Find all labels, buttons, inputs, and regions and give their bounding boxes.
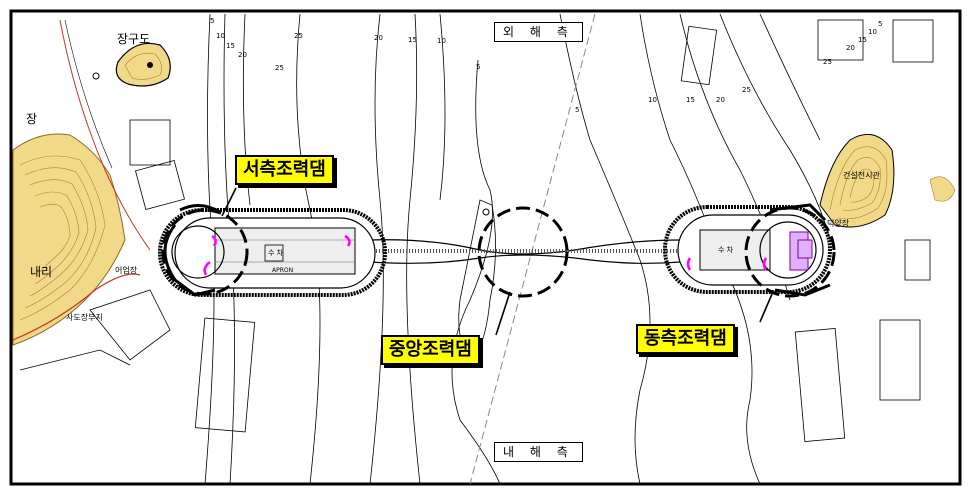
contour-label: 15 [686,96,695,104]
contour-label: 25 [275,64,284,72]
west-apron-label: APRON [272,267,294,274]
contour-label: 10 [437,37,446,45]
contour-label: 10 [648,96,657,104]
contour-label: 25 [823,58,832,66]
contour-label: 10 [216,32,225,40]
highlight-circles [161,206,836,298]
east-landmass [819,133,895,228]
contour-label: 5 [878,20,883,28]
place-jang: 장 [26,112,38,126]
east-dam-callout: 동측조력댐 [636,324,735,354]
janggudo-island [115,42,171,87]
east-dam-structure [663,203,832,297]
inner-sea-label: 내 해 측 [494,442,583,462]
contour-label: 15 [408,36,417,44]
west-dam-callout: 서측조력댐 [235,155,334,185]
center-dam-callout: 중앙조력댐 [381,335,480,365]
west-landmass [12,133,126,346]
contour-label: 20 [374,34,383,42]
contour-label: 15 [858,36,867,44]
place-janggudo: 장구도 [117,32,151,46]
west-dam-structure [158,204,387,297]
place-nae-ri: 내리 [30,265,53,279]
contour-label: 5 [575,106,580,114]
west-sluice-label: 수 차 [268,249,284,257]
contour-label: 20 [238,51,247,59]
contour-label: 25 [294,32,303,40]
contour-label: 20 [716,96,725,104]
contour-label: 20 [846,44,855,52]
place-east-island: 건설전시관 [843,171,880,180]
contour-label: 25 [742,86,751,94]
place-east-area: 덕양장 [827,219,850,228]
contour-label: 15 [226,42,235,50]
outer-sea-label: 외 해 측 [494,22,583,42]
east-sluice-label: 수 차 [718,246,734,254]
place-sado-site: 사도장부지 [66,313,103,322]
place-ieopjang: 어업장 [115,266,138,275]
contour-label: 5 [210,17,215,25]
contour-label: 5 [476,63,481,71]
contour-label: 10 [868,28,877,36]
